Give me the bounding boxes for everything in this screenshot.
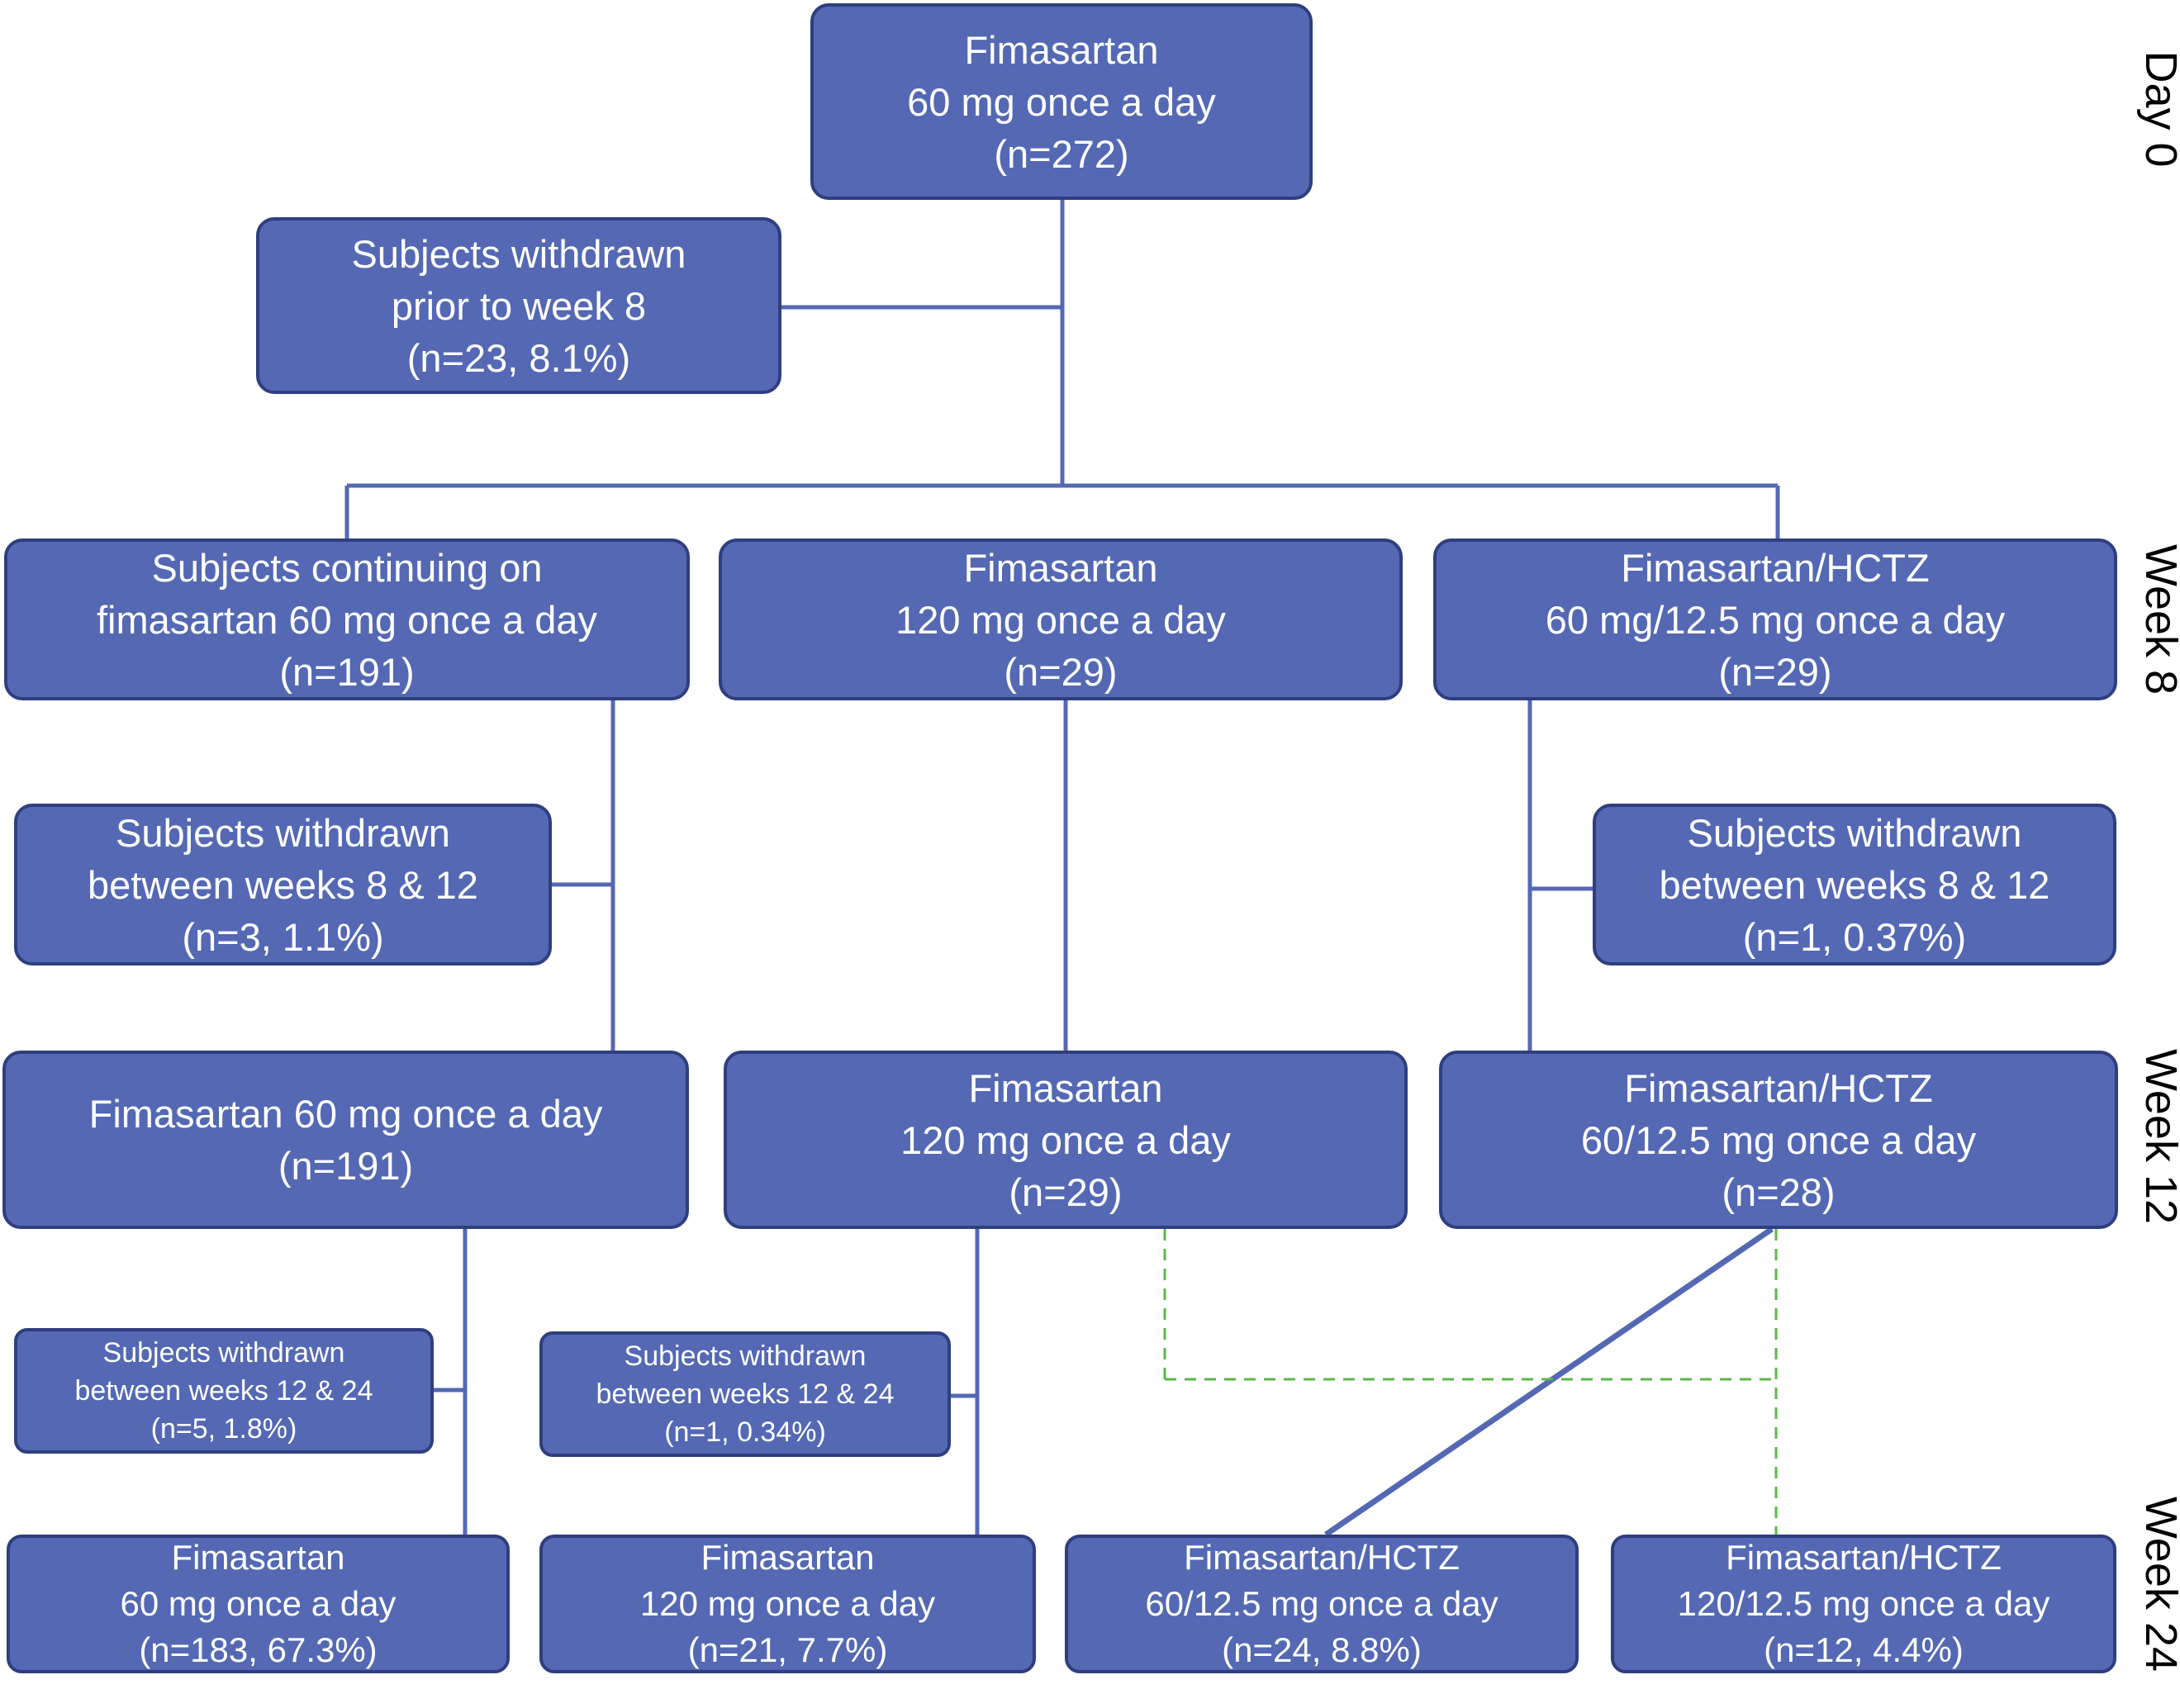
node-start: Fimasartan 60 mg once a day (n=272) bbox=[810, 3, 1313, 200]
node-withdrawn-w8-12-right: Subjects withdrawn between weeks 8 & 12 … bbox=[1593, 804, 2116, 965]
node-w24-hctz-60: Fimasartan/HCTZ 60/12.5 mg once a day (n… bbox=[1065, 1535, 1579, 1673]
node-w8-fimasartan-120: Fimasartan 120 mg once a day (n=29) bbox=[719, 538, 1403, 700]
node-withdrawn-w8-12-left: Subjects withdrawn between weeks 8 & 12 … bbox=[14, 804, 552, 965]
timeline-label-week12: Week 12 bbox=[2136, 1048, 2180, 1225]
node-w8-fimasartan-hctz: Fimasartan/HCTZ 60 mg/12.5 mg once a day… bbox=[1433, 538, 2117, 700]
node-w12-fimasartan-hctz: Fimasartan/HCTZ 60/12.5 mg once a day (n… bbox=[1439, 1051, 2118, 1229]
timeline-label-week8: Week 8 bbox=[2136, 543, 2180, 695]
node-w8-continuing: Subjects continuing on fimasartan 60 mg … bbox=[4, 538, 690, 700]
node-withdrawn-w12-24-mid: Subjects withdrawn between weeks 12 & 24… bbox=[539, 1331, 951, 1457]
node-w24-hctz-120: Fimasartan/HCTZ 120/12.5 mg once a day (… bbox=[1611, 1535, 2116, 1673]
connector-w12-hctz-diagonal bbox=[1324, 1226, 1774, 1537]
node-w12-fimasartan-120: Fimasartan 120 mg once a day (n=29) bbox=[724, 1051, 1408, 1229]
node-w24-fimasartan-120: Fimasartan 120 mg once a day (n=21, 7.7%… bbox=[539, 1535, 1036, 1673]
node-w12-fimasartan-60: Fimasartan 60 mg once a day (n=191) bbox=[2, 1051, 689, 1229]
timeline-label-week24: Week 24 bbox=[2136, 1496, 2180, 1672]
node-withdrawn-before-week8: Subjects withdrawn prior to week 8 (n=23… bbox=[256, 217, 781, 394]
node-w24-fimasartan-60: Fimasartan 60 mg once a day (n=183, 67.3… bbox=[7, 1535, 510, 1673]
timeline-label-day0: Day 0 bbox=[2136, 50, 2180, 167]
node-withdrawn-w12-24-left: Subjects withdrawn between weeks 12 & 24… bbox=[14, 1328, 434, 1454]
